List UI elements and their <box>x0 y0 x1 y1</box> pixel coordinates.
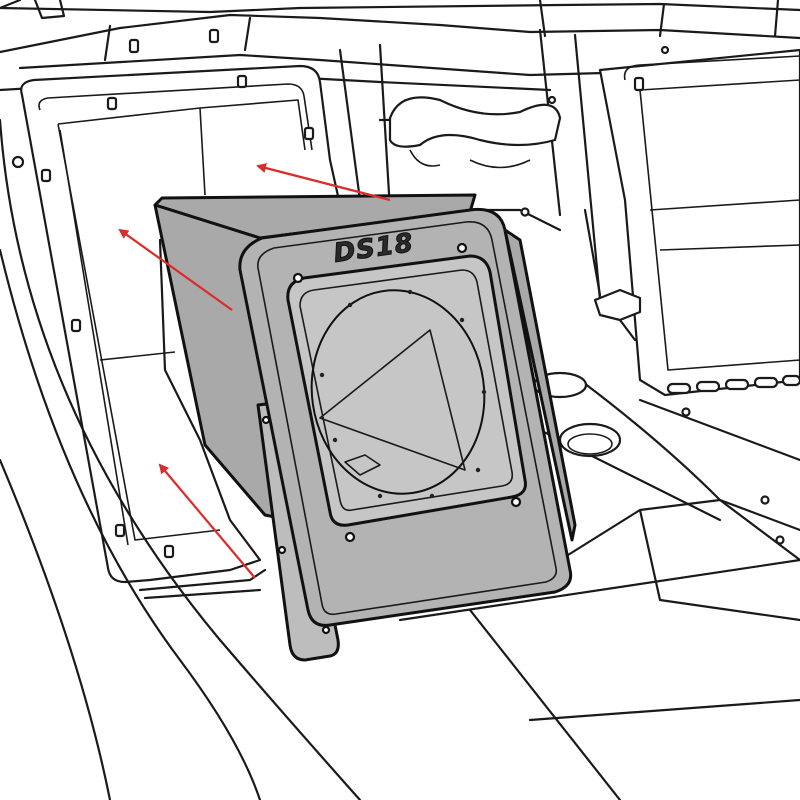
side-screw <box>277 545 287 555</box>
enclosure-right-edge <box>503 228 577 542</box>
faceplate-screw <box>344 531 356 543</box>
faceplate-screw <box>321 625 331 635</box>
bolt-slot <box>633 76 645 92</box>
left-cabinet-frame <box>20 64 342 584</box>
right-console-screen-divider <box>649 199 800 251</box>
console-button-4 <box>753 376 779 389</box>
speaker-mount-holes <box>319 289 487 499</box>
bolt-round <box>775 535 785 545</box>
console-button-5 <box>781 374 800 387</box>
console-button-3 <box>724 378 750 391</box>
floor-platform <box>558 498 800 622</box>
enclosure-plate-bevel <box>257 221 558 616</box>
bolt-round <box>760 495 770 505</box>
bolt-slot <box>163 544 175 559</box>
dashboard-top-lip <box>0 13 800 54</box>
left-hull-lower <box>0 458 112 800</box>
console-button-2 <box>695 380 721 393</box>
bolt-slot <box>40 168 52 183</box>
console-upright-left <box>338 43 392 212</box>
mount-hole <box>475 467 481 473</box>
floor-stripe-2 <box>528 698 800 722</box>
speaker-cutout-inner-wall <box>319 329 466 471</box>
right-console-frame <box>598 48 800 397</box>
speaker-recess-inner-edge <box>299 269 514 512</box>
top-left-corner-panel <box>0 0 66 20</box>
faceplate-screws <box>292 242 522 635</box>
left-cabinet-panel <box>57 99 306 541</box>
dashboard-top-edge <box>0 2 800 14</box>
mount-hole <box>332 437 338 443</box>
faceplate-screw <box>456 242 468 254</box>
mount-hole <box>459 317 465 323</box>
faceplate-screw <box>510 496 522 508</box>
mount-hole <box>377 493 383 499</box>
arrow-upper-left <box>118 228 233 311</box>
speaker-recess-outer <box>286 254 527 527</box>
faceplate-screw <box>292 272 304 284</box>
console-upright-right <box>538 28 602 302</box>
mount-hole <box>429 493 435 499</box>
floor-stripe-1 <box>398 558 800 622</box>
side-screw <box>261 415 271 425</box>
arrow-lower-left <box>158 463 256 579</box>
mount-hole <box>407 289 413 295</box>
right-console-lower <box>538 378 800 562</box>
mount-hole <box>319 372 325 378</box>
console-grab-handle <box>388 96 562 148</box>
bolt-slot <box>208 28 220 44</box>
bolt-slot <box>106 96 118 111</box>
button-row <box>666 374 800 395</box>
arrow-upper-right <box>256 163 391 202</box>
bolt-round <box>520 207 530 217</box>
bolt-round <box>547 95 557 105</box>
console-handle-inner <box>409 149 531 169</box>
mount-hole <box>347 302 353 308</box>
dashboard-inner-ridge <box>103 0 780 62</box>
cabinet-bolts <box>11 28 785 559</box>
speaker-terminal-cup <box>344 454 381 476</box>
bolt-slot <box>114 523 126 538</box>
floor-diagonal <box>468 608 622 800</box>
right-console-screen-frame <box>623 55 800 371</box>
bolt-slot <box>303 126 315 141</box>
installation-arrows <box>118 163 391 579</box>
mount-hole <box>481 389 487 395</box>
speaker-cutout <box>310 289 486 495</box>
seatbelt-buckle <box>593 288 642 322</box>
bolt-slot <box>236 74 248 89</box>
bolt-round <box>681 407 691 417</box>
left-hull-base <box>138 568 267 600</box>
speaker-enclosure: DS18 <box>153 193 577 662</box>
bolt-slot <box>128 38 140 54</box>
bolt-round <box>11 155 25 169</box>
cup-holder-1-inner <box>567 433 613 455</box>
left-hull-curve-inner <box>0 248 262 800</box>
seatbelt-strap <box>583 208 637 342</box>
bolt-slot <box>70 318 82 333</box>
bolt-round <box>660 45 670 55</box>
console-button-1 <box>666 382 692 395</box>
left-hull-curve-outer <box>0 118 362 800</box>
